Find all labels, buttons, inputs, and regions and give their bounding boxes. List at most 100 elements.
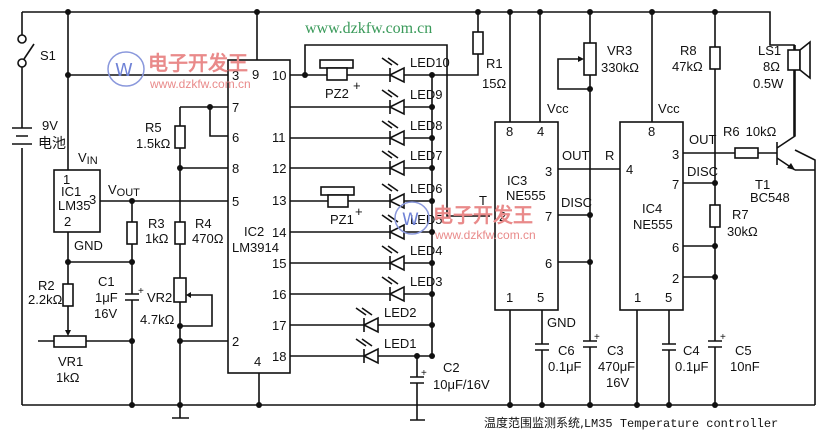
watermark-url-small-top: www.dzkfw.com.cn (149, 77, 251, 91)
ic3-pin-6: 6 (545, 256, 552, 271)
c2-value: 10μF/16V (433, 377, 490, 392)
ic2-part: LM3914 (232, 240, 279, 255)
led-label: LED4 (410, 243, 443, 258)
led-row-led10: LED10 (290, 55, 450, 84)
r5-value: 1.5kΩ (136, 136, 171, 151)
r3-resistor (126, 221, 138, 245)
ic1-pin3: 3 (89, 192, 96, 207)
watermark-brand-mid: 电子开发王 (433, 203, 533, 227)
ic3-name: IC3 (507, 173, 527, 188)
led-row-led2: LED2 (290, 305, 435, 334)
ic4-disc-label: DISC (687, 164, 718, 179)
battery-voltage-label: 9V (42, 118, 58, 133)
c3-value: 470μF (598, 359, 635, 374)
battery-9v (12, 125, 32, 405)
c3-voltage: 16V (606, 375, 629, 390)
svg-text:13: 13 (272, 193, 286, 208)
svg-text:+: + (138, 286, 144, 297)
led-label: LED6 (410, 181, 443, 196)
led-label: LED2 (384, 305, 417, 320)
ic4-pin-1: 1 (634, 290, 641, 305)
led-label: LED9 (410, 87, 443, 102)
vr2-potentiometer (173, 277, 187, 303)
led-row-led9: LED9 (290, 87, 443, 116)
c5-value: 10nF (730, 359, 760, 374)
r2-name: R2 (38, 278, 55, 293)
light-emission-icon (355, 338, 373, 347)
led-diode-icon (362, 347, 379, 365)
svg-text:W: W (402, 210, 419, 230)
led-diode-icon (388, 254, 405, 272)
light-emission-icon (355, 307, 373, 316)
c3-name: C3 (607, 343, 624, 358)
ic4-pin-7: 7 (672, 177, 679, 192)
t-trigger-wire (304, 44, 490, 217)
ic1-pin1: 1 (63, 172, 70, 187)
top-power-rail (22, 11, 784, 46)
led-diode-icon (388, 192, 405, 210)
svg-text:+: + (720, 332, 726, 343)
ic2-pin-5: 5 (232, 194, 239, 209)
ic3-t-label: T (479, 193, 487, 208)
watermark-brand-top: 电子开发王 (148, 51, 248, 75)
ic2-pin-8: 8 (232, 161, 239, 176)
watermark-logo-top: W (107, 51, 145, 87)
c5-name: C5 (735, 343, 752, 358)
ls1-name: LS1 (758, 43, 781, 58)
ic4-ne555 (619, 121, 684, 311)
vr3-potentiometer (583, 42, 597, 76)
vr3-value: 330kΩ (601, 60, 639, 75)
r1-name: R1 (486, 56, 503, 71)
vr1-value: 1kΩ (56, 370, 80, 385)
led-label: LED5 (410, 212, 443, 227)
led-diode-icon (388, 98, 405, 116)
ic3-part: NE555 (506, 188, 546, 203)
ic2-pin-3: 3 (232, 68, 239, 83)
svg-text:18: 18 (272, 349, 286, 364)
ic4-pin-8: 8 (648, 124, 655, 139)
led-diode-icon (362, 316, 379, 334)
ic3-pin-5: 5 (537, 290, 544, 305)
t1-name: T1 (755, 177, 770, 192)
pz1-name: PZ1 (330, 212, 354, 227)
led-row-led5: LED5 (290, 212, 443, 241)
vr2-value: 4.7kΩ (140, 312, 175, 327)
light-emission-icon (381, 245, 399, 254)
led-row-led8: LED8 (290, 118, 443, 147)
svg-text:+: + (421, 368, 427, 379)
vr2-name: VR2 (147, 290, 172, 305)
svg-text:12: 12 (272, 161, 286, 176)
r7-name: R7 (732, 207, 749, 222)
led-diode-icon (388, 285, 405, 303)
ls1-power: 0.5W (753, 76, 784, 91)
svg-text:10: 10 (272, 68, 286, 83)
led-row-led1: LED1 (290, 336, 435, 365)
led-row-led3: LED3 (290, 274, 443, 303)
pz1-plus: + (355, 204, 363, 219)
ic2-pin-9: 9 (252, 67, 259, 82)
ic4-pin-6: 6 (672, 240, 679, 255)
c4-name: C4 (683, 343, 700, 358)
ic4-r-label: R (605, 148, 614, 163)
vr3-name: VR3 (607, 43, 632, 58)
watermark-logo-mid: W (394, 201, 430, 235)
ls1-impedance: 8Ω (763, 59, 780, 74)
light-emission-icon (381, 57, 399, 66)
r4-value: 470Ω (192, 231, 224, 246)
ic1-part: LM35 (58, 198, 91, 213)
ic3-out-label: OUT (562, 148, 590, 163)
light-emission-icon (381, 214, 399, 223)
r2-value: 2.2kΩ (28, 292, 63, 307)
ic4-part: NE555 (633, 217, 673, 232)
c4-value: 0.1μF (675, 359, 709, 374)
ic2-right-pins: 10 11 12 13 14 15 16 17 18 (272, 68, 286, 364)
ic4-name: IC4 (642, 201, 662, 216)
led-label: LED3 (410, 274, 443, 289)
led-row-led4: LED4 (290, 243, 443, 272)
led-label: LED8 (410, 118, 443, 133)
ic3-pin-8: 8 (506, 124, 513, 139)
speaker-ls1 (784, 40, 811, 136)
switch-s1 (17, 12, 35, 125)
s1-label: S1 (40, 48, 56, 63)
ic3-pin-4: 4 (537, 124, 544, 139)
